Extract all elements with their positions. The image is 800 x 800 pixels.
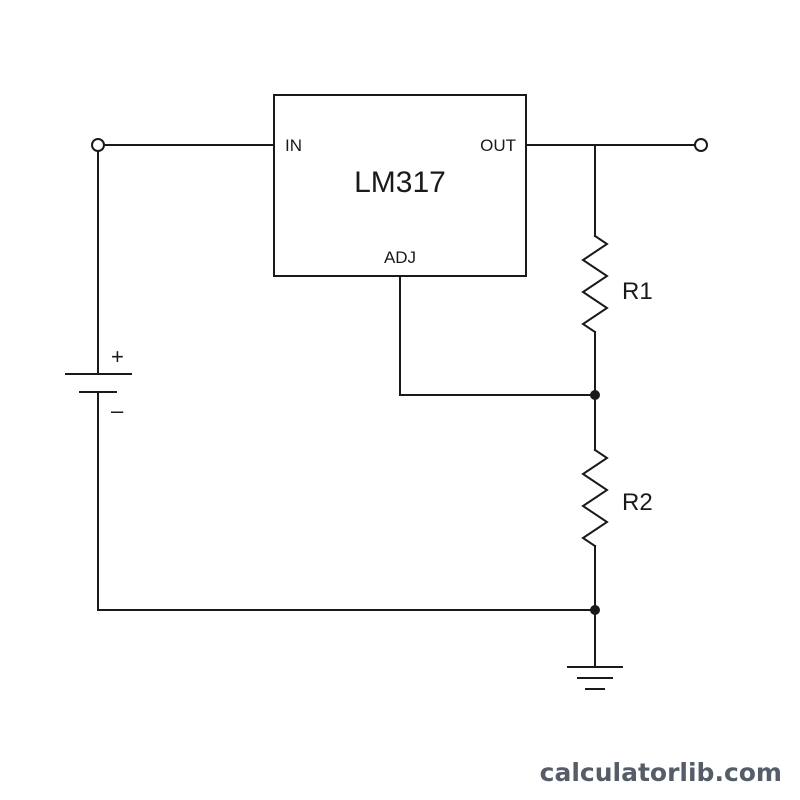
pin-in-label: IN [285, 136, 302, 155]
pin-out-label: OUT [480, 136, 516, 155]
watermark: calculatorlib.com [540, 758, 782, 787]
battery-plus-label: + [111, 344, 124, 369]
pin-adj-label: ADJ [384, 248, 416, 267]
resistor-r2-label: R2 [622, 489, 653, 516]
battery-icon [65, 373, 132, 393]
resistor-r1 [581, 234, 609, 334]
input-terminal [91, 138, 105, 152]
resistor-r1-label: R1 [622, 278, 653, 305]
ground-icon [567, 666, 623, 690]
output-terminal [694, 138, 708, 152]
battery-minus-label: – [111, 398, 124, 423]
resistor-r2 [581, 448, 609, 548]
regulator-name: LM317 [354, 166, 446, 199]
